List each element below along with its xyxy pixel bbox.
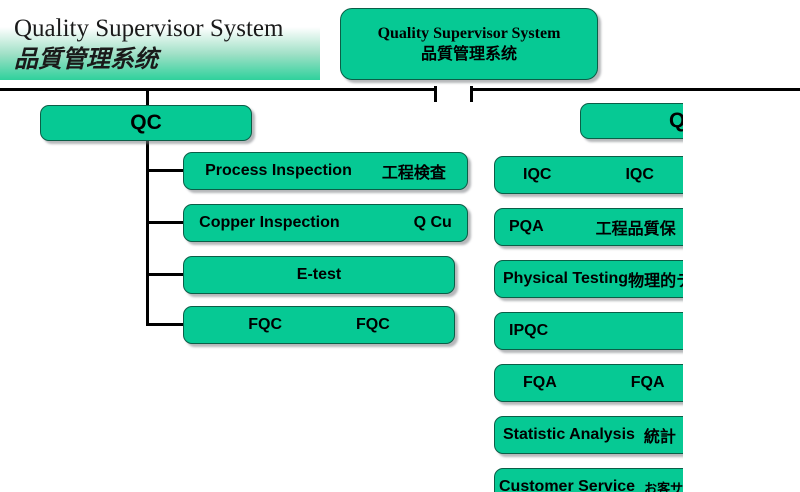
connector-qc-stub-2 bbox=[146, 221, 184, 224]
leaf-label-english: Customer Service bbox=[499, 478, 636, 492]
node-qc-child-e-test[interactable]: E-test bbox=[183, 256, 455, 294]
leaf-label-cjk: 工程検査 bbox=[381, 163, 446, 182]
viewport-clip-mask bbox=[683, 96, 800, 492]
leaf-label-cjk: 物理的テ bbox=[628, 271, 693, 290]
leaf-label-english: IQC bbox=[523, 166, 552, 183]
connector-qc-stub-3 bbox=[146, 273, 184, 276]
node-qc[interactable]: QC bbox=[40, 105, 252, 141]
title-banner: Quality Supervisor System 品質管理系统 bbox=[0, 12, 320, 80]
leaf-label-english: FQA bbox=[523, 374, 557, 391]
leaf-label-english: IPQC bbox=[509, 322, 549, 339]
leaf-label-cjk: 工程品質保 bbox=[595, 219, 676, 238]
connector-qc-stub-4 bbox=[146, 323, 184, 326]
leaf-label-english: Statistic Analysis bbox=[503, 426, 635, 443]
connector-bus-left bbox=[0, 88, 437, 91]
connector-root-stem-right bbox=[470, 86, 473, 102]
banner-title-cjk: 品質管理系统 bbox=[14, 45, 158, 73]
connector-root-stem-left bbox=[434, 86, 437, 102]
node-qc-child-process-inspection[interactable]: Process Inspection 工程検査 bbox=[183, 152, 468, 190]
connector-qc-trunk bbox=[146, 136, 149, 326]
leaf-label-english: E-test bbox=[296, 266, 342, 283]
leaf-label-english: Physical Testing bbox=[503, 270, 629, 287]
node-root-label-cjk: 品質管理系统 bbox=[420, 44, 517, 63]
node-qc-child-fqc[interactable]: FQC FQC bbox=[183, 306, 455, 344]
node-root-label-english: Quality Supervisor System bbox=[377, 25, 561, 42]
connector-bus-right bbox=[470, 88, 800, 91]
banner-title-english: Quality Supervisor System bbox=[14, 15, 284, 42]
leaf-label-cjk: IQC bbox=[625, 166, 654, 183]
leaf-label-cjk: お客サ bbox=[644, 481, 684, 492]
leaf-label-english: Process Inspection bbox=[205, 162, 352, 179]
connector-qc-drop bbox=[146, 88, 149, 108]
leaf-label-english: Copper Inspection bbox=[199, 214, 340, 231]
leaf-label-cjk: Q Cu bbox=[413, 214, 452, 231]
connector-qc-stub-1 bbox=[146, 169, 184, 172]
leaf-label-cjk: FQA bbox=[630, 374, 665, 391]
leaf-label-english: FQC bbox=[248, 316, 282, 333]
leaf-label-cjk: 統計 bbox=[643, 427, 676, 446]
node-root[interactable]: Quality Supervisor System 品質管理系统 bbox=[340, 8, 598, 80]
leaf-label-english: PQA bbox=[509, 218, 544, 235]
node-qc-child-copper-inspection[interactable]: Copper Inspection Q Cu bbox=[183, 204, 468, 242]
node-qc-label: QC bbox=[130, 111, 162, 134]
leaf-label-cjk: FQC bbox=[356, 316, 390, 333]
